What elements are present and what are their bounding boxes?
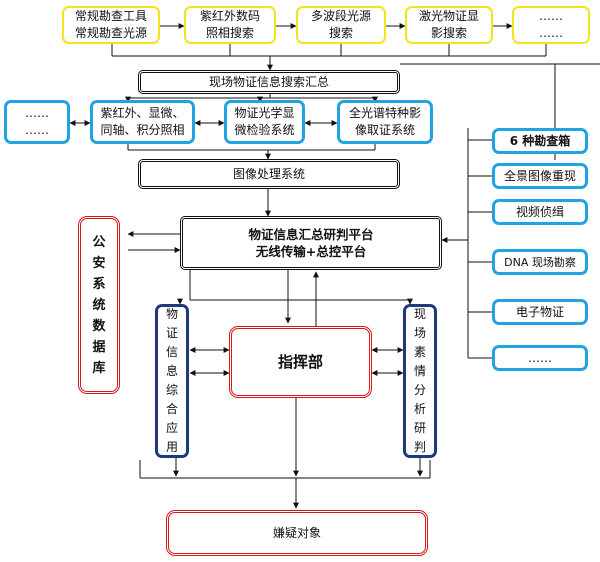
suspect-box: 嫌疑对象 [166,510,428,556]
second-box-label: 全光谱特种影 像取证系统 [348,106,421,137]
police-database-box: 公 安 系 统 数 据 库 [78,216,120,394]
evidence-application-label: 物 证 信 息 综 合 应 用 [165,307,178,454]
top-box-label: …… …… [539,9,563,40]
right-box-label: 6 种勘查箱 [509,133,571,148]
command-center-box: 指挥部 [229,326,372,398]
right-box-electronic-evidence: 电子物证 [492,299,588,325]
image-processing-label: 图像处理系统 [232,166,305,181]
second-box-spectral-imaging: 全光谱特种影 像取证系统 [337,100,433,144]
top-box-conventional-tools: 常规勘查工具 常规勘查光源 [62,6,160,44]
right-box-dna: DNA 现场勘察 [492,249,588,275]
right-box-ellipsis: …… [492,345,588,371]
police-database-label: 公 安 系 统 数 据 库 [92,234,106,376]
right-box-video: 视频侦缉 [492,199,588,225]
platform-label: 物证信息汇总研判平台 无线传输+总控平台 [248,227,374,259]
right-box-label: 电子物证 [515,304,564,319]
evidence-application-box: 物 证 信 息 综 合 应 用 [155,304,189,458]
summary-label: 现场物证信息搜索汇总 [208,74,329,89]
second-box-optical-microscopy: 物证光学显 微检验系统 [224,100,305,144]
top-box-label: 多波段光源 搜索 [310,9,371,40]
second-box-label: 紫红外、显微、 同轴、积分照相 [100,106,185,137]
image-processing-box: 图像处理系统 [138,159,400,189]
summary-box: 现场物证信息搜索汇总 [138,70,400,94]
second-box-label: …… …… [25,106,49,137]
scene-analysis-box: 现 场 素 情 分 析 研 判 [403,304,437,458]
top-box-multiband-light: 多波段光源 搜索 [296,6,386,44]
right-box-label: DNA 现场勘察 [504,255,576,269]
command-center-label: 指挥部 [277,352,323,371]
top-box-label: 紫红外数码 照相搜索 [199,9,260,40]
scene-analysis-label: 现 场 素 情 分 析 研 判 [413,307,426,454]
right-box-label: 全景图像重现 [503,168,576,183]
second-box-ellipsis: …… …… [4,100,70,144]
right-box-panorama: 全景图像重现 [492,163,588,189]
top-box-laser-evidence: 激光物证显 影搜索 [405,6,493,44]
top-box-uv-ir-photo: 紫红外数码 照相搜索 [184,6,276,44]
suspect-label: 嫌疑对象 [272,525,321,540]
top-box-label: 常规勘查工具 常规勘查光源 [74,9,147,40]
right-box-label: …… [528,350,552,365]
top-box-ellipsis: …… …… [512,6,590,44]
right-box-label: 视频侦缉 [515,204,564,219]
right-box-survey-kits: 6 种勘查箱 [492,128,588,154]
platform-box: 物证信息汇总研判平台 无线传输+总控平台 [180,216,442,270]
second-box-label: 物证光学显 微检验系统 [234,106,295,137]
top-box-label: 激光物证显 影搜索 [418,9,479,40]
second-box-photography: 紫红外、显微、 同轴、积分照相 [90,100,195,144]
